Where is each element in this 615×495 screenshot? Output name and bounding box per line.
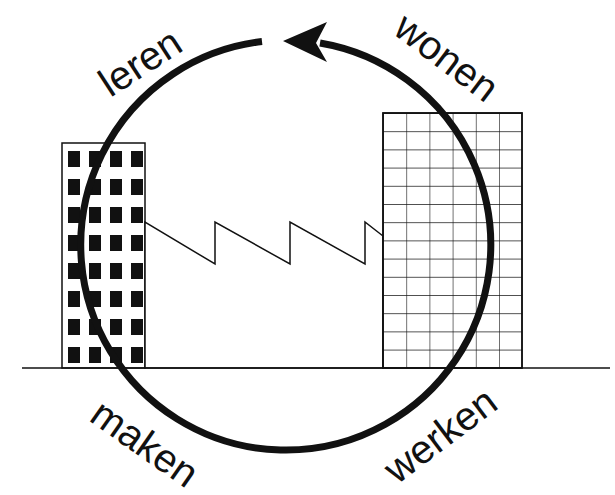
cycle-arc bbox=[81, 42, 491, 451]
cycle-word: maken bbox=[84, 392, 205, 494]
cycle-word: wonen bbox=[388, 6, 506, 109]
cycle-word: leren bbox=[92, 21, 188, 103]
apartment-building bbox=[383, 113, 522, 368]
arrow-head bbox=[283, 22, 327, 62]
apartment-windows bbox=[383, 113, 522, 368]
factory bbox=[145, 222, 383, 368]
ground-line bbox=[22, 367, 610, 369]
cycle-word: werken bbox=[376, 380, 503, 490]
